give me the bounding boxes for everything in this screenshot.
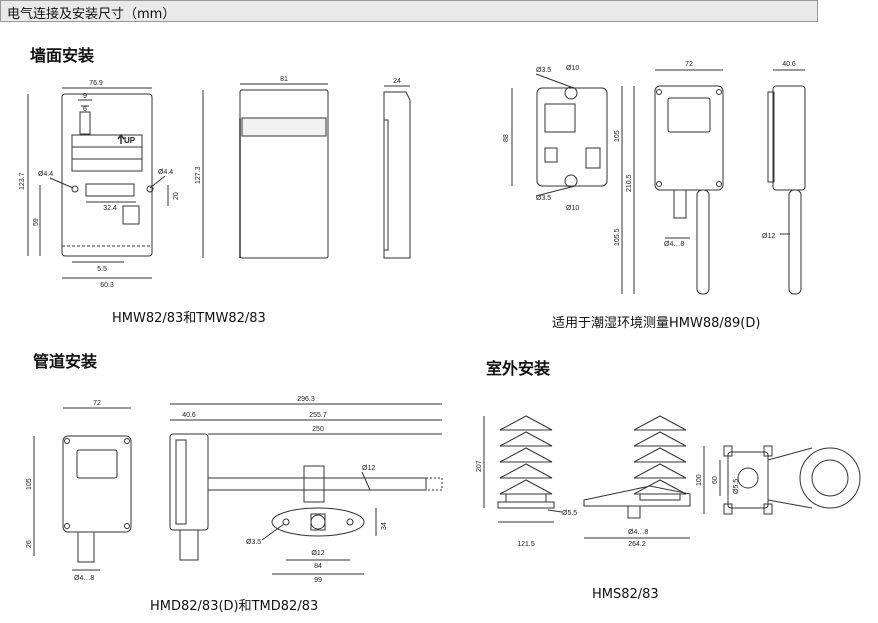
dim-duct-d4-8: Ø4…8 <box>74 575 94 582</box>
dim-duct-d12: Ø12 <box>362 465 375 472</box>
hmw88-side-view <box>767 69 806 295</box>
dim-60-3: 60.3 <box>100 282 114 289</box>
dim-6: 6 <box>83 106 87 113</box>
dim-d10-bottom: Ø10 <box>566 205 579 212</box>
section-header: 电气连接及安装尺寸（mm） <box>0 0 818 22</box>
dim-100: 100 <box>696 474 703 486</box>
dim-264-2: 264.2 <box>628 541 646 548</box>
heading-duct-mount: 管道安装 <box>33 352 98 371</box>
dim-127-3: 127.3 <box>195 166 202 184</box>
dim-duct-d3-5: Ø3.5 <box>246 539 261 546</box>
hmw82-edge-view <box>383 85 411 259</box>
dim-d4-4-left: Ø4.4 <box>38 171 53 178</box>
hmw88-front-view <box>621 69 724 295</box>
dim-105-5: 105.5 <box>614 228 621 246</box>
up-label: UP <box>124 136 136 145</box>
dim-72: 72 <box>685 61 693 68</box>
hmd82-flange-view <box>261 507 377 575</box>
dim-105: 105 <box>614 130 621 142</box>
hms82-mount-clamp <box>703 445 861 515</box>
section-header-title: 电气连接及安装尺寸（mm） <box>7 7 176 22</box>
caption-hmw82: HMW82/83和TMW82/83 <box>112 311 266 326</box>
dim-outdoor-d4-8: Ø4…8 <box>628 529 648 536</box>
up-arrow-icon <box>117 133 125 144</box>
dim-210-5: 210.5 <box>626 174 633 192</box>
caption-hmd82: HMD82/83(D)和TMD82/83 <box>150 599 319 614</box>
dim-32-4: 32.4 <box>103 205 117 212</box>
dim-duct-40-6: 40.6 <box>182 412 196 419</box>
dim-88: 88 <box>503 134 510 142</box>
dim-24: 24 <box>393 78 401 85</box>
dim-84: 84 <box>314 563 322 570</box>
dim-9: 9 <box>83 93 87 100</box>
hmd82-side-view <box>169 403 443 561</box>
dim-d10-top: Ø10 <box>566 65 579 72</box>
dim-d4-8: Ø4…8 <box>664 241 684 248</box>
dim-5-5: 5.5 <box>97 266 107 273</box>
dim-250: 250 <box>312 426 324 433</box>
heading-outdoor-mount: 室外安装 <box>486 359 551 378</box>
hmw82-front-view <box>27 87 169 279</box>
heading-wall-mount: 墙面安装 <box>30 46 95 65</box>
dim-76-9: 76.9 <box>89 80 103 87</box>
dim-34: 34 <box>381 522 388 530</box>
hmw88-back-view <box>511 73 608 197</box>
dim-99: 99 <box>314 577 322 584</box>
dim-121-5: 121.5 <box>517 541 535 548</box>
dim-d3-5-bottom: Ø3.5 <box>536 195 551 202</box>
dim-d4-4-right: Ø4.4 <box>158 169 173 176</box>
dim-255-7: 255.7 <box>309 412 327 419</box>
dim-outdoor-d5-5: Ø5.5 <box>562 510 577 517</box>
hms82-radiation-shield-right <box>583 415 691 539</box>
dim-59: 59 <box>33 218 40 226</box>
dim-81: 81 <box>280 76 288 83</box>
dim-20: 20 <box>173 192 180 200</box>
hms82-radiation-shield-left <box>483 415 563 523</box>
hmw82-side-view <box>202 83 329 259</box>
dim-d12: Ø12 <box>762 233 775 240</box>
dim-123-7: 123.7 <box>19 172 26 190</box>
dim-296-3: 296.3 <box>297 396 315 403</box>
dim-d3-5-top: Ø3.5 <box>536 67 551 74</box>
dim-clamp-d5-5: Ø5.5 <box>733 479 740 494</box>
dim-60: 60 <box>712 476 719 484</box>
hmd82-front-view <box>33 407 132 571</box>
dim-flange-d12: Ø12 <box>311 550 324 557</box>
caption-hmw88: 适用于潮湿环境测量HMW88/89(D) <box>552 316 761 331</box>
dim-duct-72: 72 <box>93 400 101 407</box>
dim-duct-105: 105 <box>26 478 33 490</box>
caption-hms82: HMS82/83 <box>592 587 659 602</box>
dim-207: 207 <box>476 460 483 472</box>
dim-40-6: 40.6 <box>782 61 796 68</box>
dim-duct-26: 26 <box>26 540 33 548</box>
